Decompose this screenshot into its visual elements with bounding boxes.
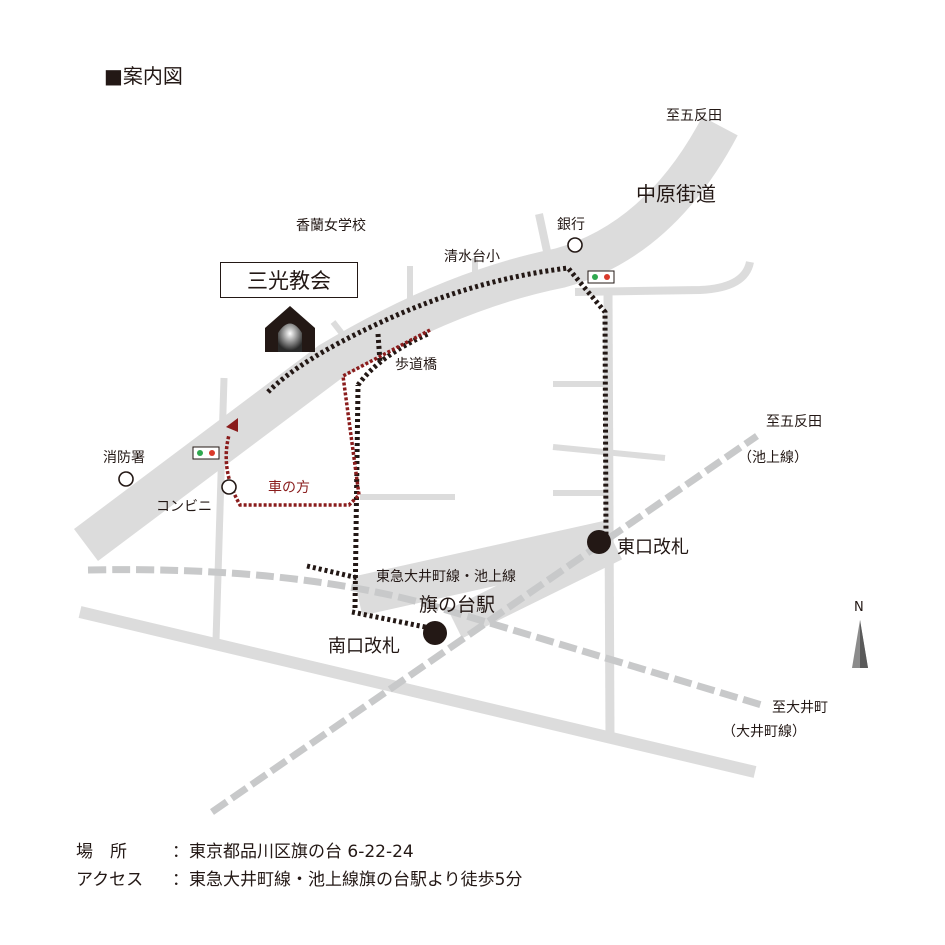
label-ikegami-line: （池上線）: [738, 450, 808, 466]
street-branch-2: [552, 444, 666, 461]
station-road: [353, 520, 615, 616]
station-road-east: [447, 530, 623, 639]
label-convenience-store: コンビニ: [156, 499, 212, 515]
walk-route-south: [352, 384, 361, 609]
label-bank: 銀行: [557, 217, 585, 233]
bank-marker: [567, 237, 583, 253]
walking-route: [266, 265, 609, 631]
walk-route-crossing: [355, 330, 432, 387]
info-place-value: ：東京都品川区旗の台 6-22-24: [172, 842, 414, 862]
label-koran-school: 香蘭女学校: [296, 218, 366, 234]
info-access-value: ：東急大井町線・池上線旗の台駅より徒歩5分: [172, 870, 523, 890]
convenience-store-marker: [221, 479, 237, 495]
south-gate-marker: [423, 621, 447, 645]
label-to-oimachi: 至大井町: [772, 700, 828, 716]
car-route-arrow: [226, 418, 238, 432]
church-icon: [265, 306, 315, 352]
oimachi-line: [87, 566, 767, 710]
east-gate-marker: [587, 530, 611, 554]
traffic-signal-east: [587, 270, 615, 284]
traffic-signal-west: [192, 446, 220, 460]
label-to-gotanda-right: 至五反田: [766, 414, 822, 430]
walk-route-main: [266, 265, 609, 538]
walk-route-gate: [351, 609, 431, 631]
label-to-gotanda-top: 至五反田: [666, 108, 722, 124]
label-fire-station: 消防署: [103, 450, 145, 466]
walk-route-footbridge: [375, 333, 383, 363]
access-info: 場 所 ：東京都品川区旗の台 6-22-24 アクセス ：東急大井町線・池上線旗…: [76, 838, 522, 894]
north-arrow-icon: [852, 620, 868, 668]
info-access-key: アクセス: [76, 870, 144, 890]
label-rail-lines: 東急大井町線・池上線: [376, 569, 516, 585]
railways: [87, 433, 767, 815]
label-shimizudai-school: 清水台小: [444, 249, 500, 265]
label-north: N: [854, 600, 864, 615]
church-name: 三光教会: [247, 269, 331, 293]
minor-streets: [78, 213, 757, 778]
info-place-key: 場 所: [76, 842, 127, 862]
label-nakahara-kaido: 中原街道: [636, 182, 716, 206]
street-south: [603, 289, 615, 741]
ikegami-line: [210, 433, 759, 815]
label-east-gate: 東口改札: [617, 537, 689, 558]
label-footbridge: 歩道橋: [395, 357, 437, 373]
nakahara-kaido-road: [74, 116, 738, 561]
fire-station-marker: [118, 471, 134, 487]
street-lower: [78, 606, 757, 778]
label-south-gate: 南口改札: [328, 636, 400, 657]
label-car-route: 車の方: [268, 480, 310, 496]
walk-route-west-stub: [306, 563, 359, 581]
label-hatanodai-station: 旗の台駅: [419, 594, 496, 616]
label-oimachi-line: （大井町線）: [722, 724, 806, 740]
street-east: [574, 260, 754, 296]
map-title: ■案内図: [104, 64, 183, 88]
info-place-row: 場 所 ：東京都品川区旗の台 6-22-24: [76, 838, 522, 866]
info-access-row: アクセス ：東急大井町線・池上線旗の台駅より徒歩5分: [76, 866, 522, 894]
church-name-box: 三光教会: [220, 262, 358, 298]
